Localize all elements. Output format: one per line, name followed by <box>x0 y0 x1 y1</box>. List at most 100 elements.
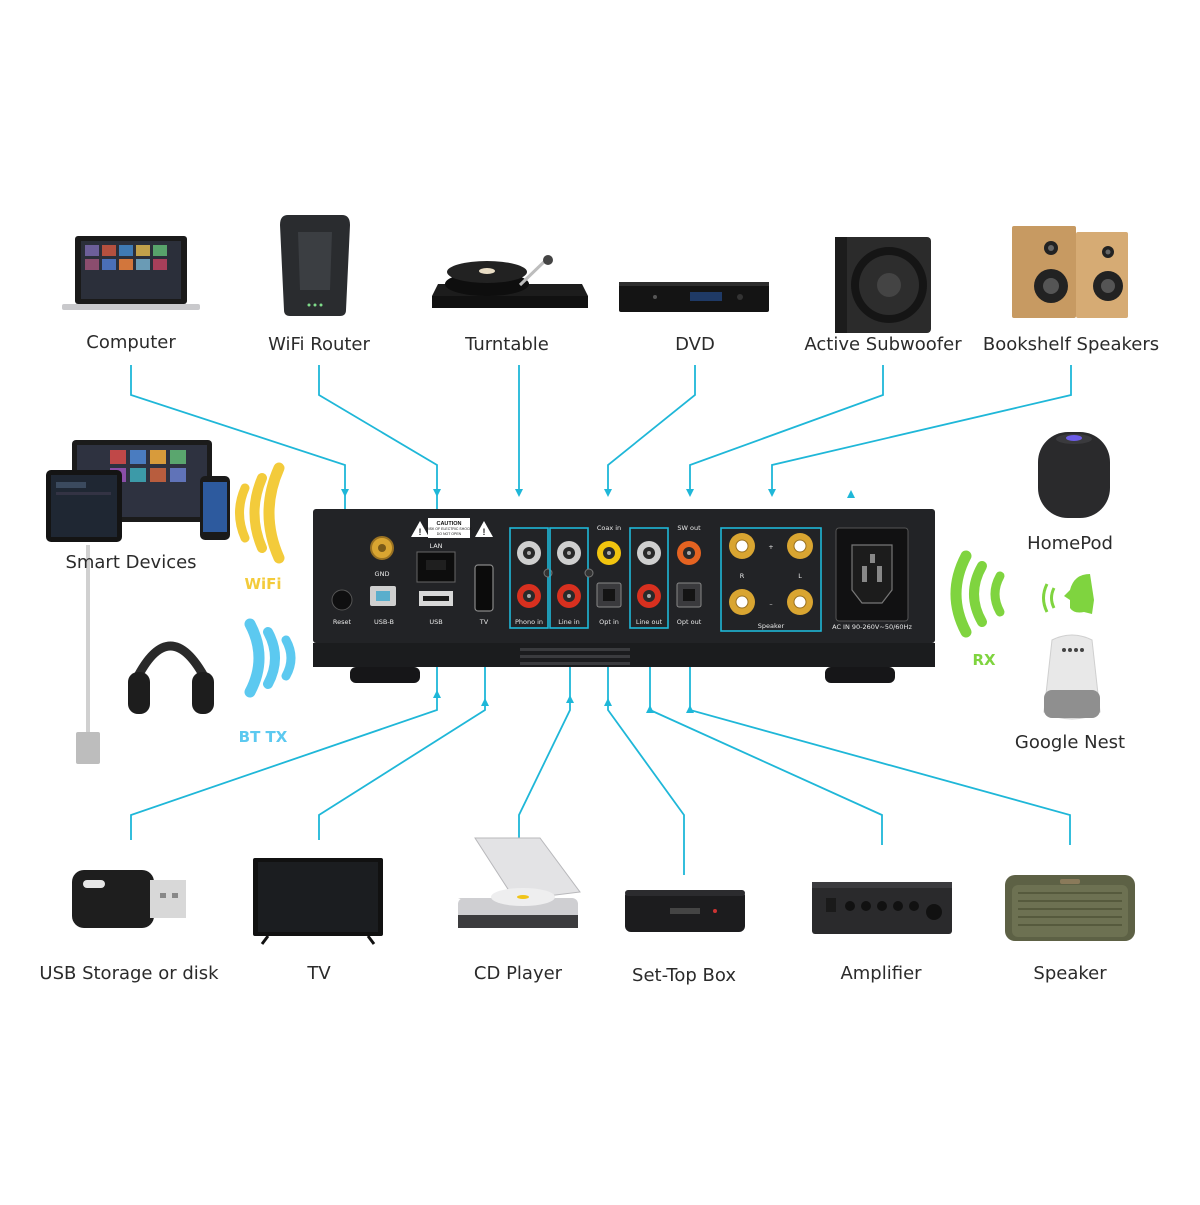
lan-port: LAN <box>416 542 456 583</box>
line-in-label: Line in <box>558 618 580 626</box>
turntable-icon <box>432 255 588 308</box>
caution-title: CAUTION <box>436 521 461 527</box>
line-dvd-coax <box>607 365 696 490</box>
amplifier-icon <box>812 882 952 934</box>
rx-tag: RX <box>972 651 996 669</box>
ac-in-label: AC IN 90-260V~50/60Hz <box>832 623 912 631</box>
caution-sticker: ! CAUTION RISK OF ELECTRIC SHOCK DO NOT … <box>411 518 493 538</box>
bt-tx-tag: BT TX <box>238 728 288 746</box>
ground-screw <box>584 568 594 578</box>
svg-text:!: ! <box>483 527 486 537</box>
lan-label: LAN <box>429 542 442 550</box>
reset-button: Reset <box>331 589 353 626</box>
phono-in-jacks: Phono in <box>509 527 549 629</box>
arrow-down <box>515 489 523 497</box>
hdmi-tv-port: TV <box>474 564 494 626</box>
cd-player-label: CD Player <box>473 963 563 984</box>
usb-b-label: USB-B <box>374 618 394 626</box>
arrow-down <box>768 489 776 497</box>
tv-port-label: TV <box>479 618 489 626</box>
minus-label: – <box>769 600 772 608</box>
wifi-router-label: WiFi Router <box>268 334 370 355</box>
line-out-jacks: Line out <box>629 527 669 629</box>
coax-in-label: Coax in <box>597 524 621 532</box>
tv-icon <box>253 858 383 945</box>
caution-line2: DO NOT OPEN <box>437 532 462 536</box>
arrow-up <box>433 690 441 698</box>
coax-in-jack: Coax in <box>597 524 621 565</box>
arrow-up <box>604 698 612 706</box>
r-label: R <box>740 572 745 580</box>
google-nest-label: Google Nest <box>1014 732 1126 753</box>
arrow-up <box>847 490 855 498</box>
arrow-up <box>566 695 574 703</box>
bookshelf-speakers-label: Bookshelf Speakers <box>982 334 1160 355</box>
arrow-up <box>646 705 654 713</box>
opt-in-port: Opt in <box>596 582 622 626</box>
headphones-icon <box>128 641 214 714</box>
wifi-router-icon <box>280 215 350 316</box>
plus-label: + <box>768 543 773 551</box>
arrow-down <box>341 489 349 497</box>
phono-in-label: Phono in <box>515 618 543 626</box>
line-bookshelf-speaker <box>771 365 1072 490</box>
usb-label: USB <box>429 618 442 626</box>
active-subwoofer-label: Active Subwoofer <box>804 334 962 355</box>
amplifier-label: Amplifier <box>840 963 922 984</box>
rx-waves-icon <box>950 550 1005 638</box>
line-subwoofer-swout <box>689 365 884 490</box>
wifi-tag: WiFi <box>244 575 282 593</box>
opt-out-label: Opt out <box>677 618 702 626</box>
arrow-down <box>604 489 612 497</box>
active-subwoofer-icon <box>835 237 931 333</box>
connection-arrows <box>341 489 855 713</box>
computer-label: Computer <box>86 332 176 353</box>
usb-b-port: USB-B <box>370 586 396 626</box>
dvd-label: DVD <box>675 334 715 355</box>
line-out-label: Line out <box>636 618 663 626</box>
speaker-terminals: + – R L Speaker <box>720 527 822 632</box>
l-label: L <box>798 572 802 580</box>
usb-storage-icon <box>72 870 186 928</box>
sw-out-label: SW out <box>677 524 701 532</box>
sw-out-jack: SW out <box>677 524 701 565</box>
gnd-terminal: GND <box>370 536 394 578</box>
reset-label: Reset <box>333 618 352 626</box>
bluetooth-waves-icon <box>244 618 296 698</box>
speaker-label: Speaker <box>1033 963 1107 984</box>
homepod-icon <box>1038 432 1110 518</box>
google-nest-icon <box>1043 634 1101 720</box>
rear-panel: GND Reset LAN USB-B USB TV <box>313 509 935 683</box>
usb-cable-icon <box>76 545 100 764</box>
arrow-down <box>686 489 694 497</box>
speaker-terminal-label: Speaker <box>758 622 785 630</box>
opt-out-port: Opt out <box>676 582 702 626</box>
homepod-label: HomePod <box>1027 533 1113 554</box>
arrow-up <box>686 705 694 713</box>
smart-devices-icon <box>46 440 230 542</box>
tv-label: TV <box>307 963 331 984</box>
ac-power-inlet: AC IN 90-260V~50/60Hz <box>832 527 912 631</box>
opt-in-label: Opt in <box>599 618 619 626</box>
set-top-box-icon <box>625 890 745 932</box>
cd-player-icon <box>458 837 581 928</box>
gnd-label: GND <box>375 570 390 578</box>
voice-command-icon <box>1042 574 1094 614</box>
set-top-box-label: Set-Top Box <box>632 965 736 986</box>
smart-devices-label: Smart Devices <box>65 552 197 573</box>
usb-storage-label: USB Storage or disk <box>39 963 219 984</box>
wifi-waves-icon <box>235 462 285 564</box>
computer-icon <box>62 236 200 310</box>
svg-text:!: ! <box>419 527 422 537</box>
bookshelf-speakers-icon <box>1012 226 1128 318</box>
usb-port: USB <box>419 591 453 626</box>
arrow-down <box>433 489 441 497</box>
caution-line1: RISK OF ELECTRIC SHOCK <box>426 527 472 531</box>
line-in-jacks: Line in <box>549 527 589 629</box>
dvd-icon <box>619 282 769 312</box>
speaker-icon <box>1005 875 1135 941</box>
arrow-up <box>481 698 489 706</box>
turntable-label: Turntable <box>465 334 549 355</box>
